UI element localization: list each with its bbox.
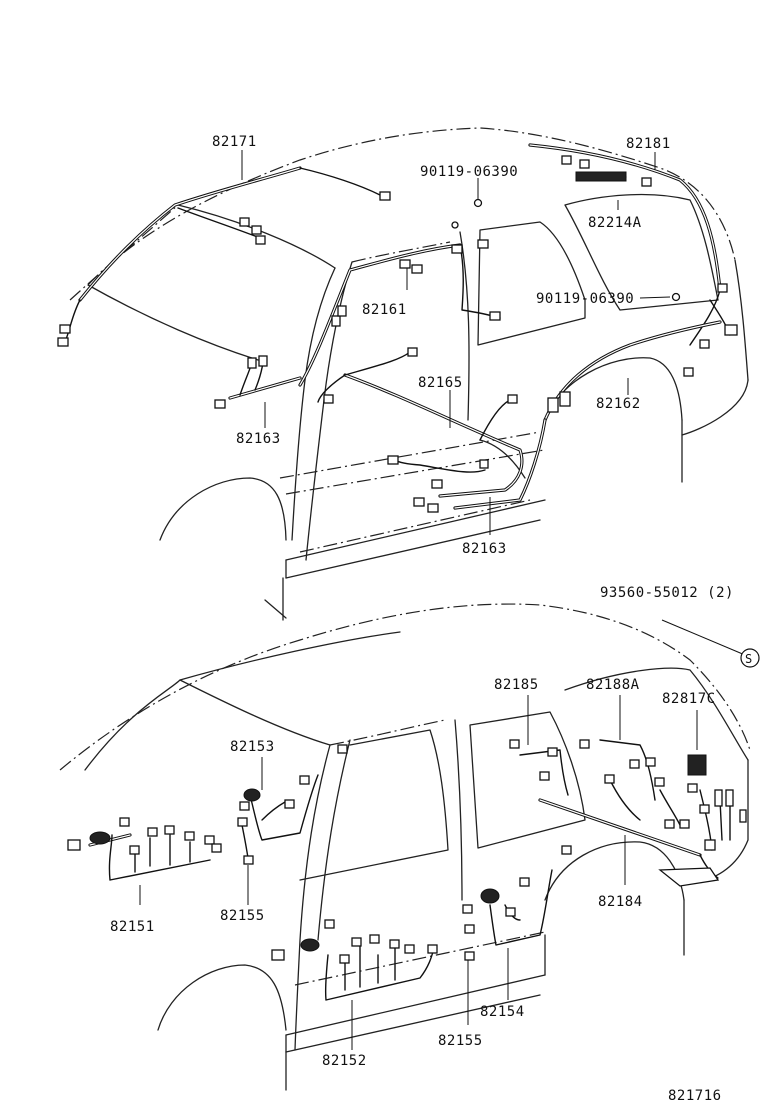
- figure-number: 821716: [668, 1088, 722, 1104]
- label-82163-left: 82163: [236, 431, 281, 447]
- lower-connectors: [67, 739, 747, 964]
- screw-symbol-circle: [740, 648, 760, 668]
- label-82185: 82185: [494, 677, 539, 693]
- upper-connectors: [57, 155, 738, 513]
- label-82171: 82171: [212, 134, 257, 150]
- label-82188a: 82188A: [586, 677, 640, 693]
- label-90119-lower: 90119-06390: [536, 291, 634, 307]
- upper-harnesses: [64, 143, 731, 510]
- label-82155-right: 82155: [438, 1033, 483, 1049]
- lower-harnesses: [88, 739, 731, 1001]
- part-labels: 82171 82181 90119-06390 82214A 90119-063…: [110, 134, 760, 1104]
- label-82214a: 82214A: [588, 215, 642, 231]
- label-82155-left: 82155: [220, 908, 265, 924]
- label-82151: 82151: [110, 919, 155, 935]
- label-82163-right: 82163: [462, 541, 507, 557]
- label-82181: 82181: [626, 136, 671, 152]
- label-82184: 82184: [598, 894, 643, 910]
- label-82161: 82161: [362, 302, 407, 318]
- leader-lines: [139, 150, 746, 1050]
- label-82162: 82162: [596, 396, 641, 412]
- upper-vehicle-body: [69, 127, 749, 621]
- label-82153: 82153: [230, 739, 275, 755]
- label-82817c: 82817C: [662, 691, 716, 707]
- lower-vehicle-body: [59, 603, 751, 1091]
- label-93560: 93560-55012 (2): [600, 585, 734, 601]
- label-82165: 82165: [418, 375, 463, 391]
- screw-symbol: S: [745, 652, 753, 666]
- label-82154: 82154: [480, 1004, 525, 1020]
- label-82152: 82152: [322, 1053, 367, 1069]
- label-90119-upper: 90119-06390: [420, 164, 518, 180]
